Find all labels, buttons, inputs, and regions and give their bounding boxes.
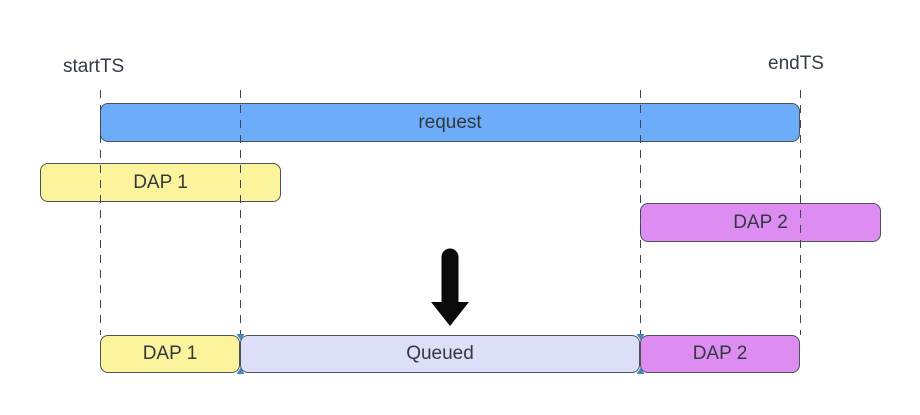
dap1-bottom-bar-label: DAP 1 <box>142 343 198 364</box>
dap2-top-bar-label: DAP 2 <box>733 211 788 233</box>
endts-label: endTS <box>768 53 824 74</box>
dap1-bottom-bar: DAP 1 <box>100 335 240 373</box>
request-bar-label: request <box>418 111 482 133</box>
dap1-top-bar: DAP 1 <box>40 163 281 202</box>
dap2-top-bar: DAP 2 <box>640 203 881 242</box>
queued-bar-label: Queued <box>406 343 474 364</box>
startts-label: startTS <box>63 56 125 77</box>
queued-bar: Queued <box>240 335 640 373</box>
dap1-top-bar-label: DAP 1 <box>133 171 188 193</box>
request-bar: request <box>100 103 800 142</box>
down-arrow-icon <box>431 248 469 326</box>
dap2-bottom-bar-label: DAP 2 <box>692 343 748 364</box>
dap2-bottom-bar: DAP 2 <box>640 335 800 373</box>
